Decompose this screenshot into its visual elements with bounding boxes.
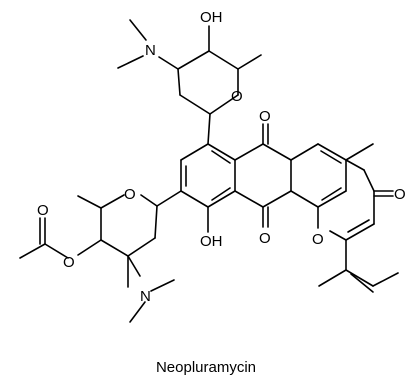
hydroxyl-aromatic-label: OH [200,233,223,250]
pyranone-carbonyl-oxygen-label: O [394,186,406,203]
pyran-ring-oxygen-label: O [312,231,324,248]
dimethylamino-bottom-label: N [140,288,151,305]
ring-oxygen-left-label: O [124,186,136,203]
quinone-oxygen-top-label: O [259,108,271,125]
ester-oxygen-label: O [63,254,75,271]
dimethylamino-top-label: N [145,42,156,59]
acetyl-carbonyl-oxygen-label: O [37,202,49,219]
compound-name-caption: Neopluramycin [156,359,256,376]
ring-oxygen-top-label: O [231,88,243,105]
quinone-oxygen-bottom-label: O [259,230,271,247]
hydroxyl-top-label: OH [200,9,223,26]
bond-skeleton [19,19,399,323]
